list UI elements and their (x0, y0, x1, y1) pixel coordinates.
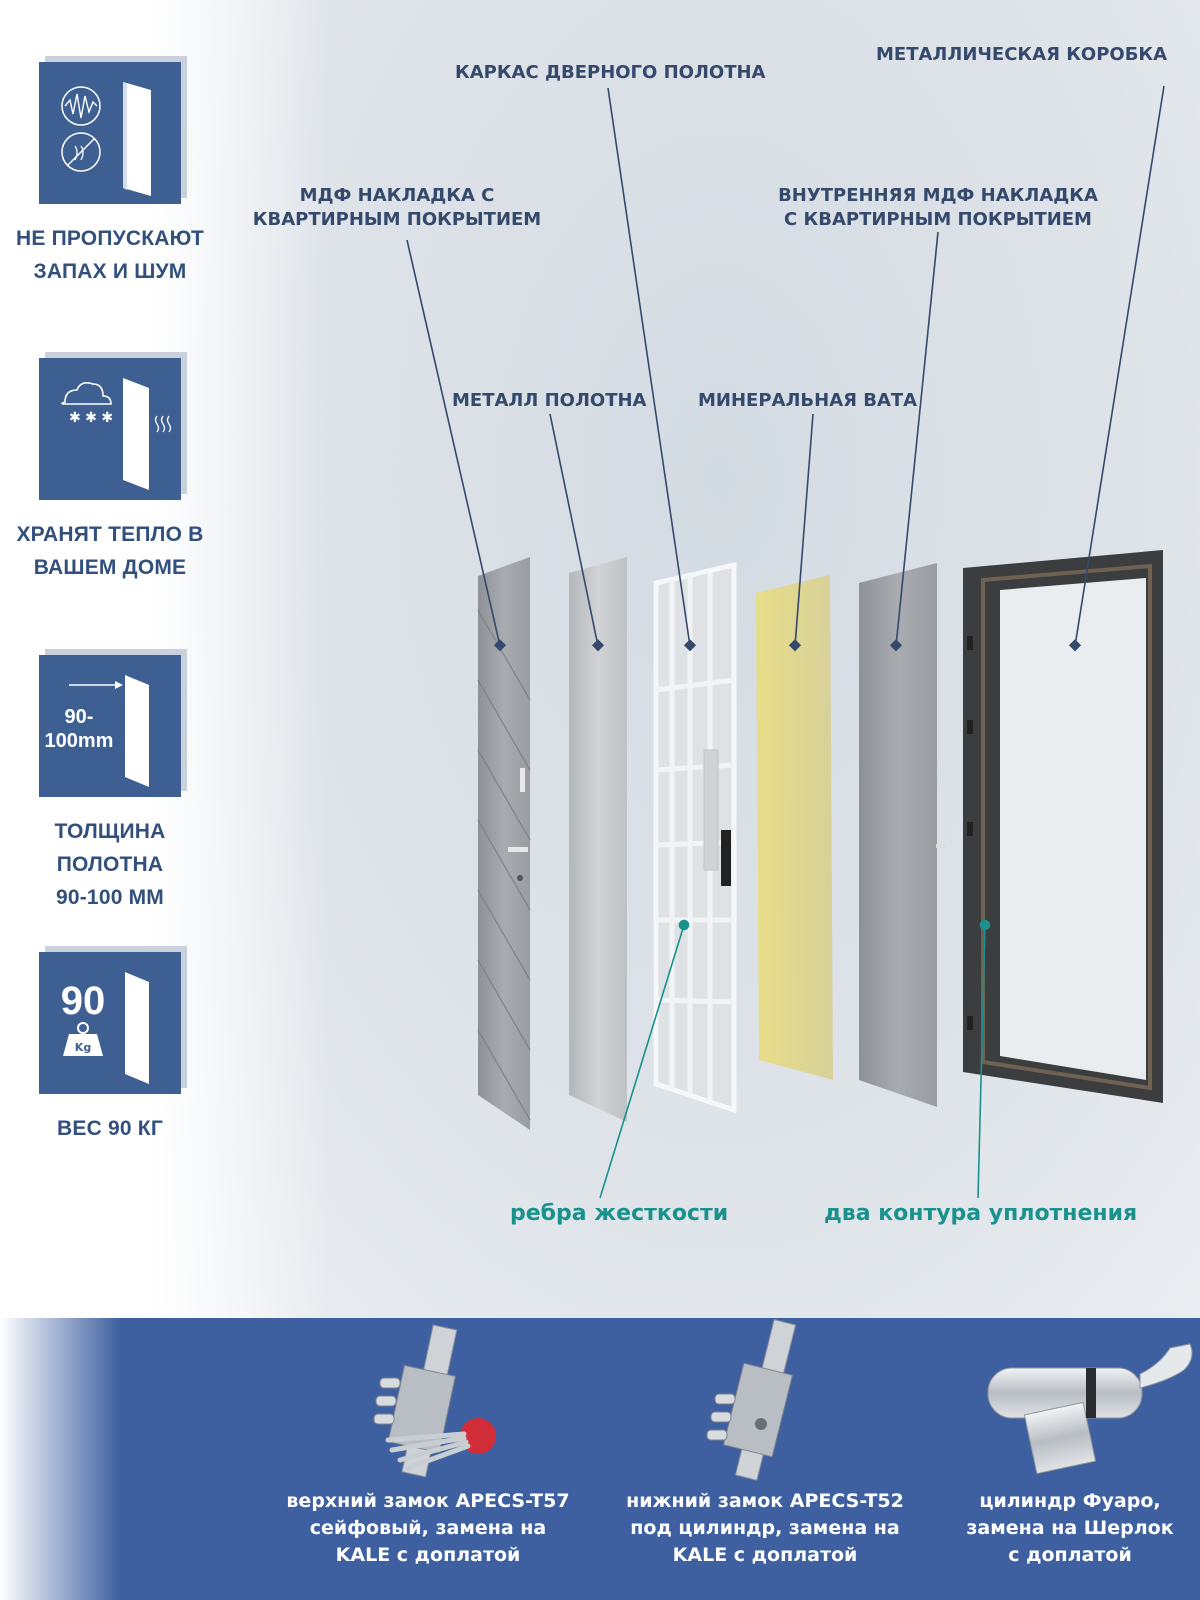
feature-weight: 90 Kg ВЕС 90 КГ (0, 952, 220, 1145)
lock-lower-line-2: под цилиндр, замена на (630, 1517, 900, 1539)
label-mineral-wool: МИНЕРАЛЬНАЯ ВАТА (698, 390, 918, 411)
feature-warmth: ✱ ✱ ✱ ХРАНЯТ ТЕПЛО В ВАШЕМ ДОМЕ (0, 358, 220, 584)
leader-mineral-wool (794, 413, 814, 647)
lock-cylinder-line-2: замена на Шерлок (966, 1517, 1174, 1539)
thickness-door-icon: 90- 100mm (39, 655, 181, 797)
mdf-inner-panel (859, 563, 946, 1107)
leader-frame (607, 87, 691, 647)
lock-upper-line-2: сейфовый, замена на (309, 1517, 547, 1539)
door-layers-illustration (406, 85, 1165, 1199)
lock-upper-line-1: верхний замок APECS-T57 (286, 1490, 570, 1512)
mdf-outer-panel (477, 557, 531, 1130)
snow-warmth-door-icon: ✱ ✱ ✱ (39, 358, 181, 500)
label-mdf-outer: МДФ НАКЛАДКА С КВАРТИРНЫМ ПОКРЫТИЕМ (252, 184, 542, 232)
weight-unit: Kg (75, 1041, 91, 1054)
label-mdf-inner: ВНУТРЕННЯЯ МДФ НАКЛАДКА С КВАРТИРНЫМ ПОК… (778, 184, 1098, 232)
cylinder-icon (987, 1343, 1193, 1475)
feature-noise-caption-1: НЕ ПРОПУСКАЮТ (15, 227, 205, 250)
label-metal-sheet: МЕТАЛЛ ПОЛОТНА (452, 390, 647, 411)
callout-ribs: ребра жесткости (510, 1201, 729, 1226)
callout-seals: два контура уплотнения (824, 1201, 1138, 1226)
feature-noise-caption-2: ЗАПАХ И ШУМ (33, 260, 187, 283)
metal-door-box (963, 550, 1163, 1103)
leader-metal-box (1074, 85, 1165, 647)
locks-footer: верхний замок APECS-T57 сейфовый, замена… (0, 1318, 1200, 1600)
weight-door-icon: 90 Kg (39, 952, 181, 1094)
leader-mdf-inner (895, 231, 939, 647)
label-mdf-outer-line-2: КВАРТИРНЫМ ПОКРЫТИЕМ (252, 209, 542, 230)
svg-text:✱ ✱ ✱: ✱ ✱ ✱ (69, 410, 113, 426)
lock-lower-line-3: KALE с доплатой (672, 1544, 858, 1566)
leader-metal-sheet (549, 413, 599, 647)
lock-lower: нижний замок APECS-T52 под цилиндр, заме… (605, 1318, 925, 1600)
lock-cylinder: цилиндр Фуаро, замена на Шерлок с доплат… (910, 1318, 1200, 1600)
noise-odor-door-icon (39, 62, 181, 204)
label-metal-box: МЕТАЛЛИЧЕСКАЯ КОРОБКА (876, 44, 1168, 65)
label-mdf-inner-line-2: С КВАРТИРНЫМ ПОКРЫТИЕМ (784, 209, 1092, 230)
label-frame: КАРКАС ДВЕРНОГО ПОЛОТНА (455, 62, 766, 83)
lock-cylinder-line-3: с доплатой (1008, 1544, 1132, 1566)
lower-lock-icon (706, 1319, 797, 1481)
feature-weight-caption-1: ВЕС 90 КГ (57, 1117, 163, 1140)
lock-upper-line-3: KALE с доплатой (335, 1544, 521, 1566)
label-mdf-inner-line-1: ВНУТРЕННЯЯ МДФ НАКЛАДКА (778, 185, 1098, 206)
feature-thickness-caption-1: ТОЛЩИНА ПОЛОТНА (54, 820, 166, 876)
weight-value: 90 (61, 979, 106, 1023)
feature-thickness: 90- 100mm ТОЛЩИНА ПОЛОТНА 90-100 ММ (0, 655, 220, 914)
lock-cylinder-line-1: цилиндр Фуаро, (979, 1490, 1161, 1512)
upper-lock-icon (373, 1324, 496, 1478)
lock-lower-line-1: нижний замок APECS-T52 (626, 1490, 904, 1512)
feature-noise: НЕ ПРОПУСКАЮТ ЗАПАХ И ШУМ (0, 62, 220, 288)
thickness-value-2: 100mm (45, 730, 114, 752)
label-mdf-outer-line-1: МДФ НАКЛАДКА С (299, 185, 495, 206)
thickness-value-1: 90- (65, 706, 94, 728)
door-frame-carcass (653, 561, 737, 1114)
metal-sheet-panel (569, 557, 627, 1122)
leader-ribs (599, 924, 685, 1199)
feature-warmth-caption-1: ХРАНЯТ ТЕПЛО В (16, 523, 204, 546)
leader-seals (977, 924, 986, 1199)
lock-upper: верхний замок APECS-T57 сейфовый, замена… (268, 1318, 588, 1600)
leader-mdf-outer (406, 239, 501, 647)
feature-thickness-caption-2: 90-100 ММ (55, 886, 164, 909)
mineral-wool-panel (756, 575, 833, 1080)
feature-warmth-caption-2: ВАШЕМ ДОМЕ (33, 556, 187, 579)
